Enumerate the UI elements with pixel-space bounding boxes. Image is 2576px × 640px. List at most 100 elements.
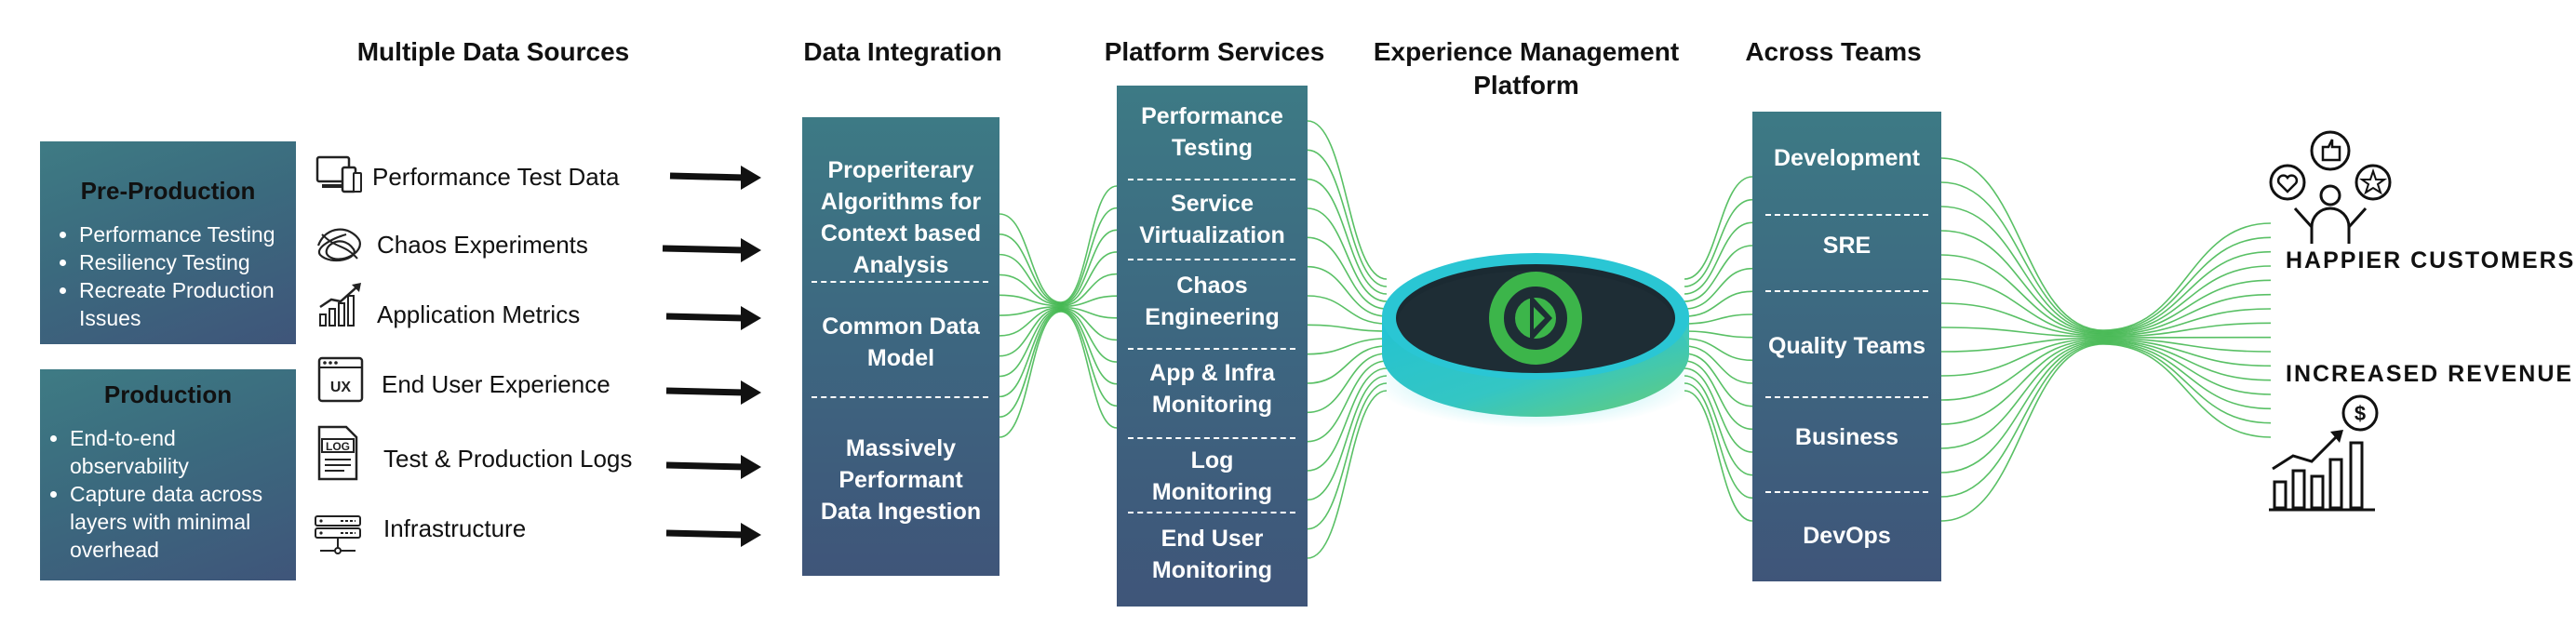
connector-line bbox=[1684, 267, 1753, 310]
connector-line bbox=[999, 307, 1062, 357]
connector-line bbox=[2102, 340, 2272, 381]
connector-line bbox=[1307, 120, 1388, 280]
connector-line bbox=[1060, 308, 1118, 363]
preproduction-list: Performance Testing Resiliency Testing R… bbox=[40, 220, 296, 332]
connector-line bbox=[2102, 342, 2272, 424]
divider bbox=[1765, 396, 1928, 398]
svg-text:UX: UX bbox=[330, 380, 352, 395]
server-icon bbox=[315, 515, 361, 554]
team-cell: Business bbox=[1794, 424, 1899, 450]
connector-line bbox=[1684, 290, 1753, 317]
log-file-icon: LOG bbox=[317, 425, 358, 481]
connector-line bbox=[1940, 230, 2104, 334]
connector-line bbox=[999, 294, 1062, 307]
platform-column: Performance Testing Service Virtualizati… bbox=[1117, 86, 1308, 607]
integration-cell: Common Data Model bbox=[822, 313, 980, 371]
chaos-icon bbox=[316, 228, 361, 262]
connector-line bbox=[1684, 245, 1753, 302]
platform-cell: Chaos Engineering bbox=[1145, 273, 1280, 330]
connector-line bbox=[1940, 339, 2104, 401]
arrow-icon bbox=[662, 238, 761, 262]
source-label: Chaos Experiments bbox=[377, 231, 588, 259]
connector-line bbox=[1940, 181, 2104, 332]
connector-line bbox=[999, 253, 1062, 305]
connector-line bbox=[1060, 306, 1118, 319]
connector-line bbox=[1940, 338, 2104, 377]
connector-line bbox=[1684, 221, 1753, 295]
connector-line bbox=[999, 305, 1062, 316]
integration-cell: Massively Performant Data Ingestion bbox=[820, 435, 982, 525]
connector-line bbox=[2102, 341, 2272, 410]
connector-line bbox=[1307, 236, 1388, 310]
connector-line bbox=[1060, 185, 1118, 303]
connector-line bbox=[999, 309, 1062, 398]
header-teams: Across Teams bbox=[1745, 37, 1922, 66]
divider bbox=[1765, 214, 1928, 216]
connector-line bbox=[999, 308, 1062, 378]
connector-line bbox=[1940, 340, 2104, 425]
connector-line bbox=[1940, 327, 2104, 338]
preproduction-title: Pre-Production bbox=[80, 177, 256, 205]
list-item: Capture data across layers with minimal … bbox=[70, 480, 296, 564]
devices-icon bbox=[315, 155, 362, 193]
connector-line bbox=[1307, 324, 1388, 332]
connector-line bbox=[2102, 279, 2272, 335]
header-sources: Multiple Data Sources bbox=[356, 37, 630, 66]
connector-line bbox=[2102, 340, 2272, 395]
connector-line bbox=[1060, 273, 1118, 307]
connector-line bbox=[2102, 343, 2272, 438]
happy-customer-icon bbox=[2269, 130, 2392, 244]
connector-line bbox=[1940, 343, 2104, 522]
connector-line bbox=[999, 213, 1062, 303]
divider bbox=[1128, 512, 1295, 513]
arrow-icon bbox=[665, 380, 761, 405]
connector-line bbox=[1684, 330, 1753, 339]
outcome-label: INCREASED REVENUE bbox=[2286, 361, 2574, 387]
platform-cell: Log Monitoring bbox=[1151, 447, 1273, 505]
source-label: Performance Test Data bbox=[372, 163, 620, 191]
production-panel: Production End-to-end observability Capt… bbox=[40, 369, 296, 580]
integration-column: Properiterary Algorithms for Context bas… bbox=[802, 117, 1000, 576]
connector-line bbox=[1307, 265, 1388, 317]
header-platform: Platform Services bbox=[1104, 37, 1325, 66]
arrow-icon bbox=[665, 306, 761, 330]
connector-line bbox=[999, 310, 1062, 418]
connector-line bbox=[2102, 265, 2272, 334]
platform-cell: Service Virtualization bbox=[1139, 191, 1285, 248]
source-label: Test & Production Logs bbox=[383, 445, 633, 473]
arrow-icon bbox=[669, 166, 761, 190]
list-item: Recreate Production Issues bbox=[79, 276, 296, 332]
connector-line bbox=[1307, 360, 1388, 443]
connector-line bbox=[1940, 340, 2104, 449]
preproduction-panel: Pre-Production Performance Testing Resil… bbox=[40, 141, 296, 344]
connector-line bbox=[1307, 390, 1388, 559]
connector-line bbox=[1307, 295, 1388, 325]
teams-column: Development SRE Quality Teams Business D… bbox=[1752, 112, 1941, 581]
divider bbox=[1765, 290, 1928, 292]
connector-line bbox=[2102, 293, 2272, 336]
connector-line bbox=[1307, 178, 1388, 295]
connector-line bbox=[2102, 236, 2272, 332]
connector-line bbox=[1684, 345, 1753, 384]
connector-line bbox=[2102, 339, 2272, 367]
connector-line bbox=[1940, 206, 2104, 333]
divider bbox=[812, 396, 988, 398]
integration-cell: Properiterary Algorithms for Context bas… bbox=[820, 157, 982, 278]
connector-line bbox=[1307, 345, 1388, 384]
platform-cell: End User Monitoring bbox=[1151, 526, 1273, 583]
connector-line bbox=[2102, 250, 2272, 333]
connector-line bbox=[1060, 309, 1118, 385]
connector-line bbox=[1060, 229, 1118, 305]
list-item: Performance Testing bbox=[79, 220, 296, 248]
team-cell: Quality Teams bbox=[1767, 333, 1926, 359]
connector-line bbox=[999, 311, 1062, 438]
connector-line bbox=[1940, 278, 2104, 336]
platform-cell: App & Infra Monitoring bbox=[1149, 360, 1275, 418]
connector-line bbox=[1060, 295, 1118, 308]
connector-line bbox=[1940, 157, 2104, 331]
connector-line bbox=[1060, 307, 1118, 341]
connector-line bbox=[999, 306, 1062, 337]
divider bbox=[1128, 437, 1295, 439]
arrow-icon bbox=[665, 523, 761, 547]
